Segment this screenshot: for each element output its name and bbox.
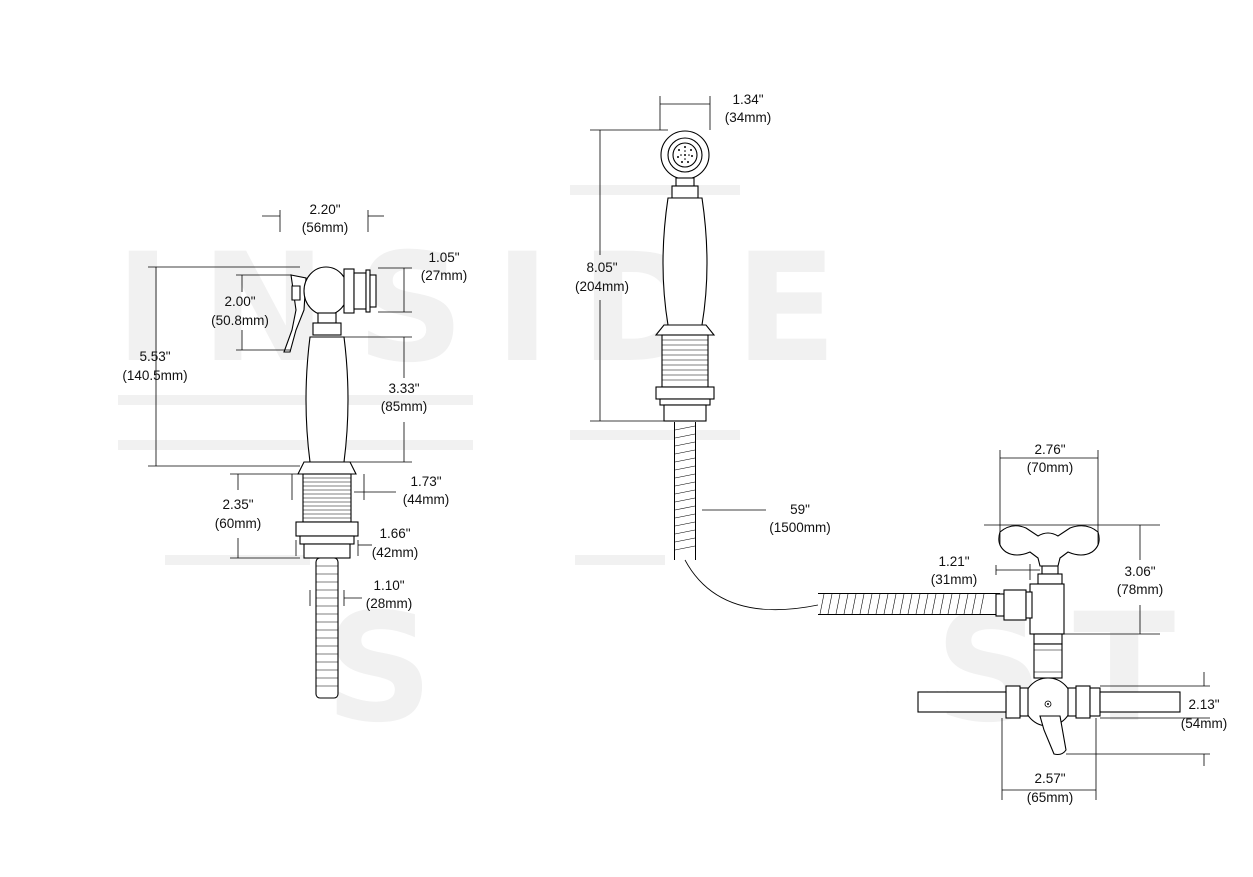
dim-head-dia: 1.34" xyxy=(732,92,763,107)
dim-handset-length-mm: (204mm) xyxy=(575,279,629,294)
dim-lever-height: 2.00" xyxy=(224,294,255,309)
dim-mixer-body-height-mm: (54mm) xyxy=(1181,716,1228,731)
dim-head-dia-mm: (34mm) xyxy=(725,110,772,125)
dim-lever-width: 2.20" xyxy=(309,202,340,217)
watermark: INSIDE S ST xyxy=(115,185,1175,756)
dim-handle-height: 3.33" xyxy=(388,381,419,396)
dim-total-height-mm: (140.5mm) xyxy=(122,368,187,383)
mixer-dimensions: 2.76" (70mm) 1.21" (31mm) 3.06" (78mm) 2… xyxy=(931,442,1228,805)
dim-nut-dia: 1.66" xyxy=(379,526,410,541)
dim-mixer-body-width-mm: (65mm) xyxy=(1027,790,1074,805)
dim-mixer-body-width: 2.57" xyxy=(1034,771,1065,786)
watermark-word-inside: INSIDE xyxy=(115,222,867,396)
dim-hose-length: 59" xyxy=(790,502,810,517)
dim-lever-width-mm: (56mm) xyxy=(302,220,349,235)
dim-mixer-body-height: 2.13" xyxy=(1188,697,1219,712)
dim-total-height: 5.53" xyxy=(139,349,170,364)
dim-mixer-handle-width: 2.76" xyxy=(1034,442,1065,457)
dim-thread-length: 2.35" xyxy=(222,497,253,512)
handset-dimensions: 1.34" (34mm) 8.05" (204mm) 59" (1500mm) xyxy=(575,92,831,535)
dim-outlet-dia-mm: (27mm) xyxy=(421,268,468,283)
dim-thread-dia: 1.73" xyxy=(410,474,441,489)
dim-thread-length-mm: (60mm) xyxy=(215,516,262,531)
dim-mixer-handle-height-mm: (78mm) xyxy=(1117,582,1164,597)
dim-hose-dia: 1.10" xyxy=(373,578,404,593)
dim-mixer-handle-height: 3.06" xyxy=(1124,564,1155,579)
dim-thread-dia-mm: (44mm) xyxy=(403,492,450,507)
mixer-hose-lines xyxy=(819,593,985,615)
hose-lines xyxy=(316,565,338,687)
handset-drawing xyxy=(654,130,1000,615)
mixer-valve-drawing xyxy=(917,525,1181,756)
spray-holes xyxy=(677,146,693,163)
handset-hose-lines xyxy=(674,425,696,551)
dim-outlet-dia: 1.05" xyxy=(428,250,459,265)
dim-hose-length-mm: (1500mm) xyxy=(769,520,831,535)
dim-hose-dia-mm: (28mm) xyxy=(366,596,413,611)
mixer-dimension-lines xyxy=(984,450,1210,800)
dim-nut-dia-mm: (42mm) xyxy=(372,545,419,560)
fixed-spray-drawing xyxy=(283,266,377,699)
fixed-spray-dimensions: 2.20" (56mm) 1.05" (27mm) 2.00" (50.8mm)… xyxy=(122,202,467,611)
dim-lever-height-mm: (50.8mm) xyxy=(211,313,269,328)
dim-mixer-handle-width-mm: (70mm) xyxy=(1027,460,1074,475)
handset-thread-lines xyxy=(662,339,708,381)
watermark-word-s: S xyxy=(325,582,463,756)
dim-handle-height-mm: (85mm) xyxy=(381,399,428,414)
dim-stem-dia: 1.21" xyxy=(938,554,969,569)
handset-dimension-lines xyxy=(590,96,766,511)
dim-handset-length: 8.05" xyxy=(586,260,617,275)
fixed-spray-dimension-lines xyxy=(148,210,412,606)
thread-lines xyxy=(303,477,351,519)
dim-stem-dia-mm: (31mm) xyxy=(931,572,978,587)
